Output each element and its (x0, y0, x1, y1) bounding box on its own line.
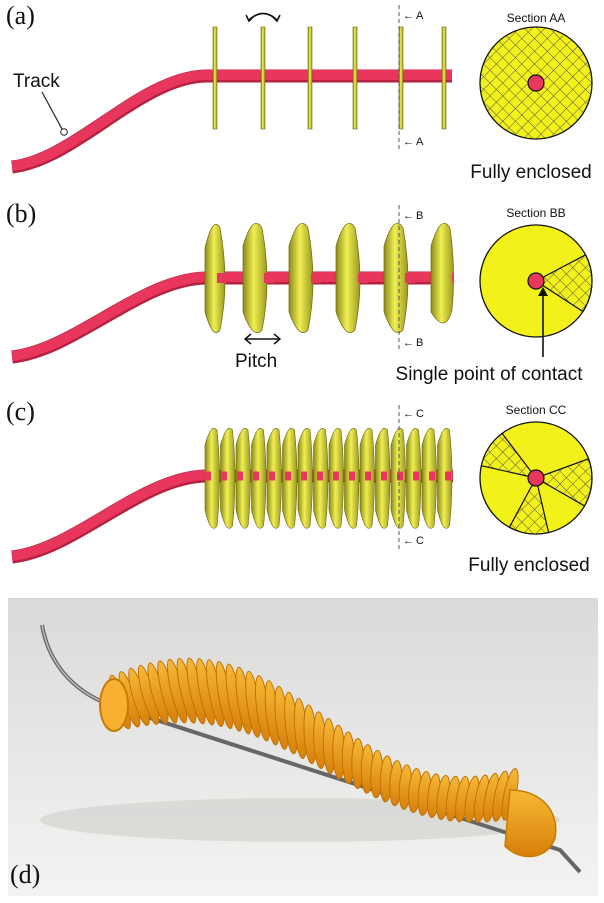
arrowhead-icon (538, 287, 548, 296)
helix-blade (204, 223, 454, 333)
arrowhead-icon (271, 14, 281, 23)
helix-turn (437, 428, 453, 529)
track-section (527, 469, 545, 487)
helix-turn (242, 223, 268, 333)
cut-letter-bottom: A (416, 136, 424, 148)
caption: Fully enclosed (470, 162, 591, 183)
arrowhead-icon (245, 14, 255, 23)
contact-wedge (534, 458, 593, 507)
cut-marker-bottom: ← (403, 535, 414, 547)
panel-d-photo: (d) (8, 598, 598, 896)
panel-c: (c) ← C ← C Section CC Fully enclosed (6, 397, 593, 576)
cut-marker-top: ← (403, 210, 414, 222)
track-label: Track (13, 71, 60, 92)
panel-a: (a) Track ← A ← A Section AA Fully enclo… (6, 1, 593, 183)
contact-wedge (480, 432, 538, 479)
caption: Single point of contact (396, 364, 584, 385)
helix-turn (430, 223, 454, 324)
disc (307, 26, 313, 130)
orange-rings (109, 657, 519, 823)
disc (260, 26, 266, 130)
helix-turn (235, 428, 251, 529)
end-cap (504, 789, 557, 858)
disc (398, 26, 404, 130)
cut-letter-top: C (416, 408, 424, 420)
helix-turn (383, 223, 409, 333)
cut-letter-bottom: B (416, 337, 423, 349)
cut-marker-bottom: ← (403, 337, 414, 349)
cross-section-cc (479, 421, 593, 535)
panel-label: (d) (10, 860, 40, 889)
helix-turn (220, 428, 236, 529)
cut-letter-top: B (416, 210, 423, 222)
track-section (527, 272, 545, 290)
cut-letter-bottom: C (416, 535, 424, 547)
section-title: Section BB (506, 206, 565, 220)
track-marker (60, 128, 68, 136)
arrowhead-icon (243, 333, 252, 345)
section-title: Section AA (507, 11, 566, 25)
end-cap (99, 678, 129, 732)
section-title: Section CC (506, 403, 567, 417)
cut-marker-top: ← (403, 408, 414, 420)
contact-wedge (508, 476, 550, 535)
helix-turn (204, 224, 226, 333)
track-leader-line (41, 91, 63, 130)
track (11, 69, 452, 174)
cross-section-bb (479, 224, 593, 338)
cut-marker-bottom: ← (403, 136, 414, 148)
disc (352, 26, 358, 130)
panel-label: (c) (6, 397, 35, 426)
cross-section-aa (479, 26, 593, 140)
disc (212, 26, 218, 130)
cut-letter-top: A (416, 10, 424, 22)
helix-turn (335, 223, 361, 333)
panel-b: (b) Pitch ← B ← B Section BB Single poin (6, 199, 593, 385)
arrowhead-icon (273, 333, 282, 345)
track-section (527, 74, 545, 92)
panel-label: (b) (6, 199, 36, 228)
helix-turn (204, 428, 220, 529)
cut-marker-top: ← (403, 10, 414, 22)
disc (441, 26, 447, 130)
caption: Fully enclosed (468, 555, 589, 576)
panel-label: (a) (6, 1, 35, 30)
pitch-label: Pitch (235, 351, 277, 372)
disc-stack (212, 26, 447, 130)
dense-helix-blade (204, 428, 453, 529)
helix-turn (288, 223, 314, 333)
contact-wedge (534, 253, 593, 313)
